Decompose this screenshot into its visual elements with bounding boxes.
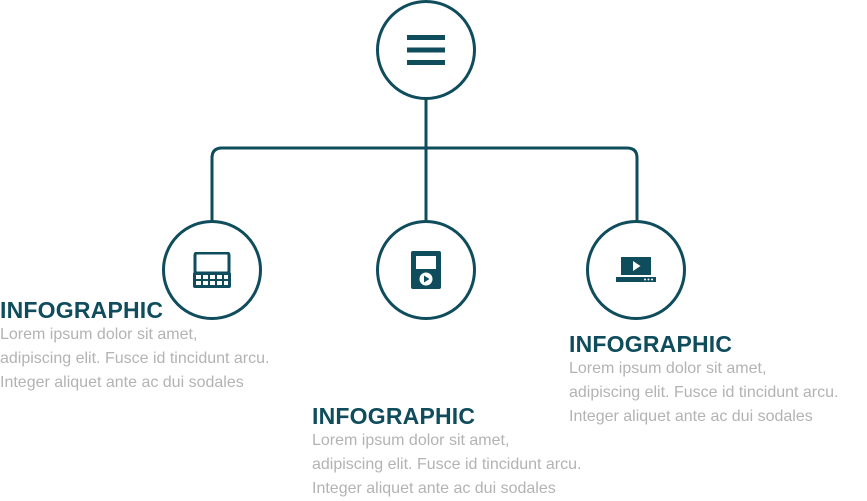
block-title: INFOGRAPHIC <box>0 297 164 323</box>
block-text-line: Lorem ipsum dolor sit amet, <box>312 432 510 449</box>
block-text-line: adipiscing elit. Fusce id tincidunt arcu… <box>569 384 839 401</box>
laptop-keyboard-icon <box>193 252 231 288</box>
block-text-line: adipiscing elit. Fusce id tincidunt arcu… <box>0 350 270 367</box>
block-text-line: Integer aliquet ante ac dui sodales <box>312 480 556 497</box>
media-player-icon <box>411 251 441 289</box>
child-node-3 <box>586 220 686 320</box>
block-text-line: Integer aliquet ante ac dui sodales <box>569 408 813 425</box>
child-node-2 <box>376 220 476 320</box>
block-text-line: Lorem ipsum dolor sit amet, <box>569 360 767 377</box>
root-node <box>376 0 476 100</box>
block-title: INFOGRAPHIC <box>312 403 476 429</box>
text-block-3: INFOGRAPHIC Lorem ipsum dolor sit amet, … <box>569 331 838 429</box>
branch-connector <box>210 146 639 222</box>
block-text-line: Integer aliquet ante ac dui sodales <box>0 374 244 391</box>
block-text-line: adipiscing elit. Fusce id tincidunt arcu… <box>312 456 582 473</box>
video-laptop-icon <box>616 257 656 282</box>
menu-icon <box>407 35 445 65</box>
text-block-1: INFOGRAPHIC Lorem ipsum dolor sit amet, … <box>0 297 269 395</box>
child-node-1 <box>162 220 262 320</box>
text-block-2: INFOGRAPHIC Lorem ipsum dolor sit amet, … <box>312 403 581 501</box>
block-text-line: Lorem ipsum dolor sit amet, <box>0 326 198 343</box>
block-title: INFOGRAPHIC <box>569 331 733 357</box>
